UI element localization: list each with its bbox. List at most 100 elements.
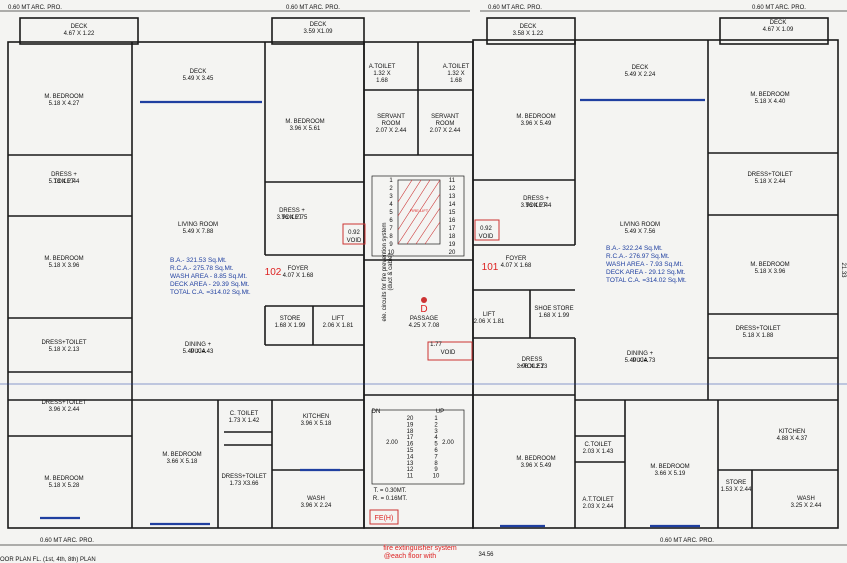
- stair-step: 17: [407, 435, 414, 441]
- room-name: 5.49 X 4.43: [183, 349, 214, 355]
- stair-step: 13: [449, 194, 456, 200]
- stair-step: 4: [389, 202, 393, 208]
- stair-step: 2: [389, 186, 393, 192]
- stair-step: 15: [407, 448, 414, 454]
- room-dim: TOILET: [282, 215, 303, 221]
- room-name: M. BEDROOM: [162, 452, 201, 458]
- room-dim: 2.06 X 1.81: [474, 319, 505, 325]
- room-dim: 3.66 X 5.18: [167, 459, 198, 465]
- room-name: 3.96 X 2.23: [517, 364, 548, 370]
- room-name: DINING +: [185, 342, 212, 348]
- fe-box-label: FE(H): [375, 515, 394, 522]
- room-dim: 5.49 X 7.88: [183, 229, 214, 235]
- room-dim: 5.18 X 1.88: [743, 333, 774, 339]
- area-line: TOTAL C.A. =314.02 Sq.Mt.: [606, 277, 687, 284]
- stair-step: 5: [389, 210, 393, 216]
- void-label: VOID: [479, 234, 494, 240]
- room-name: DRESS +: [51, 172, 77, 178]
- room-name: A.T.TOILET: [582, 497, 614, 503]
- stair-step: 18: [449, 234, 456, 240]
- deck-top-right: [719, 17, 829, 45]
- room-dim: 4.07 X 1.68: [283, 273, 314, 279]
- room-name: LIVING ROOM: [620, 222, 660, 228]
- room-name: DRESS +: [279, 208, 305, 214]
- area-line: WASH AREA - 8.85 Sq.Mt.: [170, 273, 247, 280]
- room-name: M. BEDROOM: [650, 464, 689, 470]
- room-name: DECK: [190, 69, 207, 75]
- room-name: C. TOILET: [230, 411, 259, 417]
- deck-top-mid-left: [271, 17, 365, 45]
- stair-step: 6: [434, 448, 438, 454]
- room-name: M. BEDROOM: [516, 456, 555, 462]
- room-name: FOYER: [506, 256, 527, 262]
- stair-dim: 2.00: [386, 440, 398, 446]
- room-dim: 5.18 X 2.13: [49, 347, 80, 353]
- stair-step: 7: [434, 454, 438, 460]
- room-name: WASH: [307, 496, 325, 502]
- room-name: M. BEDROOM: [44, 94, 83, 100]
- servant-room-dim: 2.07 X 2.44: [376, 128, 407, 134]
- void-dim: 0.92: [480, 226, 492, 232]
- deck-top-left: [19, 17, 139, 45]
- room-name: M. BEDROOM: [44, 476, 83, 482]
- room-dim: 3.96 X 5.49: [521, 121, 552, 127]
- room-dim: 4.67 X 1.22: [64, 31, 95, 37]
- room-name: KITCHEN: [303, 414, 329, 420]
- plan-title: OOR PLAN FL. (1st, 4th, 8th) PLAN: [0, 557, 96, 563]
- void-label: VOID: [347, 238, 362, 244]
- room-name: WASH: [797, 496, 815, 502]
- room-dim: 3.96 X 5.18: [301, 421, 332, 427]
- servant-room-label: SERVANT: [377, 114, 405, 120]
- setback-label-top-mid-right: 0.60 MT ARC. PRO.: [488, 5, 542, 11]
- room-name: LIFT: [483, 312, 496, 318]
- room-name: M. BEDROOM: [44, 256, 83, 262]
- stair-step: 2: [434, 422, 438, 428]
- room-dim: 1.73 X3.66: [229, 481, 259, 487]
- stair-step: 20: [449, 250, 456, 256]
- room-dim: 5.49 X 3.45: [183, 76, 214, 82]
- stair-step: 6: [389, 218, 393, 224]
- room-name: M. BEDROOM: [750, 92, 789, 98]
- stair-step: 8: [389, 234, 393, 240]
- room-dim: 5.18 X 5.28: [49, 483, 80, 489]
- area-line: R.C.A.- 275.78 Sq.Mt.: [170, 265, 234, 272]
- fire-ext-note: fire extinguisher system: [383, 545, 457, 552]
- deck-top-mid-right: [486, 17, 576, 45]
- stair-step: 9: [389, 242, 393, 248]
- room-name: M. BEDROOM: [750, 262, 789, 268]
- room-name: 5.49 X 4.73: [625, 358, 656, 364]
- room-name: DECK: [632, 65, 649, 71]
- room-name: DECK: [71, 24, 88, 30]
- stair-note: T. = 0.30MT.: [374, 488, 407, 494]
- setback-label-bottom-right: 0.60 MT ARC. PRO.: [660, 538, 714, 544]
- room-name: 3.96 X 2.75: [277, 215, 308, 221]
- stair-step: 10: [433, 474, 440, 480]
- room-name: DRESS+TOILET: [41, 400, 86, 406]
- area-line: R.C.A.- 276.97 Sq.Mt.: [606, 253, 670, 260]
- stair-step: 17: [449, 226, 456, 232]
- room-dim: 1.73 X 1.42: [229, 418, 260, 424]
- flat-number: 101: [482, 262, 499, 273]
- stair-dn-label: DN: [372, 409, 381, 415]
- a-toilet-dim: 1.68: [376, 78, 388, 84]
- room-name: DRESS: [522, 357, 543, 363]
- room-dim: PUJA: [190, 349, 205, 355]
- a-toilet-label: A.TOILET: [443, 64, 470, 70]
- room-dim: 3.66 X 5.19: [655, 471, 686, 477]
- room-name: FOYER: [288, 266, 309, 272]
- room-dim: 4.67 X 1.09: [763, 27, 794, 33]
- room-dim: 5.18 X 3.96: [755, 269, 786, 275]
- room-name: DECK: [770, 20, 787, 26]
- flat-number: 102: [265, 267, 282, 278]
- a-toilet-label: A.TOILET: [369, 64, 396, 70]
- stair-up-label: UP: [436, 409, 444, 415]
- room-dim: 3.96 X 2.44: [49, 407, 80, 413]
- stair-step: 3: [389, 194, 393, 200]
- servant-room-label: ROOM: [382, 121, 401, 127]
- room-dim: 4.07 X 1.68: [501, 263, 532, 269]
- room-dim: 3.96 X 5.49: [521, 463, 552, 469]
- stair-step: 5: [434, 442, 438, 448]
- setback-label-top-left: 0.60 MT ARC. PRO.: [8, 5, 62, 11]
- stair-step: 14: [449, 202, 456, 208]
